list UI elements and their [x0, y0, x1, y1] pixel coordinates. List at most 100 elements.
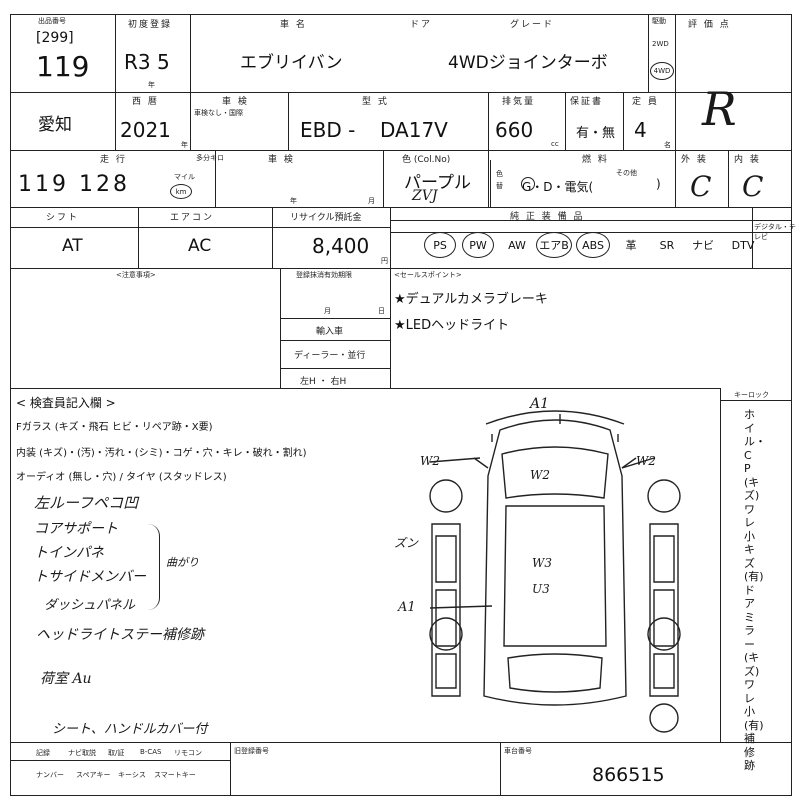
warranty-value: 有・無 — [576, 126, 616, 141]
inspector-title: < 検査員記入欄 > — [16, 396, 116, 410]
warranty-label: 保証書 — [570, 97, 604, 107]
footer-key-system: キーシス — [118, 771, 146, 779]
door-label: ドア — [410, 20, 433, 30]
inspector-interior-line: 内装 (キズ)・(汚)・汚れ・(シミ)・コゲ・穴・キレ・破れ・割れ) — [16, 448, 307, 459]
lot-bracket: [299] — [36, 30, 74, 46]
sales-point-1: ★デュアルカメラブレーキ — [394, 292, 548, 307]
shift-value: AT — [62, 236, 83, 256]
import-deadline-label: 登録抹消有効期限 — [296, 271, 352, 279]
color-change-label: 色替 — [496, 170, 503, 190]
hand-note-7: 荷室 Aи — [40, 671, 92, 687]
hand-note-6: ヘッドライトステー補修跡 — [36, 627, 204, 643]
interior-label: 内 装 — [734, 155, 761, 165]
wheel-mirror-notes: ホイル・CP(キズ)ワレ 小キズ(有)ドアミラー(キズ)ワレ 小(有) 補修跡 — [744, 408, 766, 772]
color-value: パープル — [404, 173, 471, 193]
import-car-label: 輸入車 — [316, 327, 344, 337]
key-lock-label: キーロック — [734, 391, 769, 399]
footer-number: ナンバー — [36, 771, 64, 779]
mark-w2-hood: W2 — [530, 468, 550, 482]
equipment-label: 純 正 装 備 品 — [510, 212, 585, 222]
type-code: DA17V — [380, 118, 448, 142]
hand-note-2: コアサポート — [34, 521, 118, 537]
hand-bracket-note: 曲がり — [166, 556, 199, 569]
yen-unit: 円 — [381, 257, 388, 265]
equip-airbag: エアB — [536, 232, 572, 258]
displacement-value: 660 — [495, 118, 534, 142]
shift-label: シフト — [46, 213, 80, 223]
cc-unit: cc — [551, 140, 559, 148]
model-label: 車 名 — [280, 20, 307, 30]
equip-pw: PW — [462, 232, 494, 258]
mile-unit: マイル — [174, 173, 195, 181]
first-reg-value: R3 5 — [124, 50, 170, 74]
recycle-label: リサイクル預託金 — [290, 213, 362, 223]
mileage-value: 119 128 — [18, 172, 130, 197]
venue-label: 出品番号 — [38, 17, 66, 25]
sheet-border — [10, 14, 792, 796]
equip-navi: ナビ — [692, 239, 714, 252]
equip-leather: 革 — [625, 239, 637, 252]
year-suffix: 年 — [181, 141, 188, 149]
shaken-label: 車 検 — [268, 155, 295, 165]
mileage-note: 多分キロ — [196, 154, 224, 162]
hand-note-5: ダッシュパネル — [44, 598, 136, 613]
equip-sr: SR — [659, 238, 675, 252]
old-reg-label: 旧登録番号 — [234, 747, 269, 755]
first-reg-label: 初度登録 — [128, 20, 173, 30]
hand-note-3: トインパネ — [34, 545, 104, 561]
year-unit: 年 — [148, 81, 155, 89]
capacity-unit: 名 — [664, 141, 671, 149]
lot-number: 119 — [36, 50, 90, 83]
equip-abs: ABS — [576, 232, 610, 258]
vin-label: 車台番号 — [504, 747, 532, 755]
footer-manual-cert: 取/証 — [108, 749, 125, 757]
drive-label: 駆動 — [652, 17, 666, 25]
mileage-label: 走 行 — [100, 155, 127, 165]
vin-value: 866515 — [592, 764, 665, 786]
ac-label: エアコン — [170, 213, 215, 223]
equip-ps: PS — [424, 232, 456, 258]
hand-note-8: シート、ハンドルカバー付 — [52, 722, 208, 737]
km-unit-circled: km — [170, 184, 192, 199]
drive-2wd: 2WD — [652, 40, 669, 48]
equip-dtv: DTV — [731, 238, 755, 252]
mark-a1-side: A1 — [398, 600, 416, 615]
shaken-year-unit: 年 — [290, 197, 297, 205]
footer-navi-manual: ナビ取説 — [68, 749, 96, 757]
car-name: エブリイバン — [240, 53, 343, 73]
hand-note-1: 左ルーフペコ凹 — [34, 494, 139, 512]
footer-spare-key: スペアキー — [76, 771, 111, 779]
mark-u3: U3 — [532, 582, 550, 596]
hand-bracket — [148, 524, 160, 610]
inspection-label: 車 検 — [222, 97, 249, 107]
fuel-options: G・D・電気( — [522, 180, 594, 194]
equip-aw: AW — [508, 238, 526, 252]
inspection-note: 車検なし・国際 — [194, 109, 243, 117]
mark-w3: W3 — [532, 556, 552, 570]
footer-bcas: B-CAS — [140, 748, 162, 756]
score-value: R — [702, 82, 737, 136]
type-prefix: EBD - — [300, 118, 356, 142]
drive-4wd-circled: 4WD — [650, 62, 674, 80]
shaken-month-unit: 月 — [368, 197, 375, 205]
displacement-label: 排気量 — [502, 97, 536, 107]
hand-drive-options: 左H ・ 右H — [300, 377, 347, 387]
interior-value: C — [742, 170, 764, 203]
fuel-label: 燃 料 — [582, 155, 609, 165]
grade-label: グレード — [510, 20, 555, 30]
mark-dent: ズン — [394, 536, 419, 550]
dtv-label: デジタル・テレビ — [754, 223, 796, 241]
footer-record: 記録 — [36, 749, 50, 757]
hand-note-4: トサイドメンバー — [34, 569, 146, 585]
mark-a1-front: A1 — [530, 396, 550, 412]
import-month-unit: 月 — [324, 307, 331, 315]
capacity-label: 定 員 — [632, 97, 659, 107]
dealer-options: ディーラー・並行 — [294, 351, 366, 361]
capacity-value: 4 — [634, 118, 647, 142]
fuel-gasoline-circle — [521, 177, 535, 191]
footer-remote: リモコン — [174, 749, 202, 757]
fuel-other: その他 — [616, 169, 637, 177]
score-label: 評 価 点 — [688, 20, 731, 30]
color-label: 色 (Col.No) — [402, 155, 451, 165]
car-damage-diagram — [429, 410, 681, 733]
